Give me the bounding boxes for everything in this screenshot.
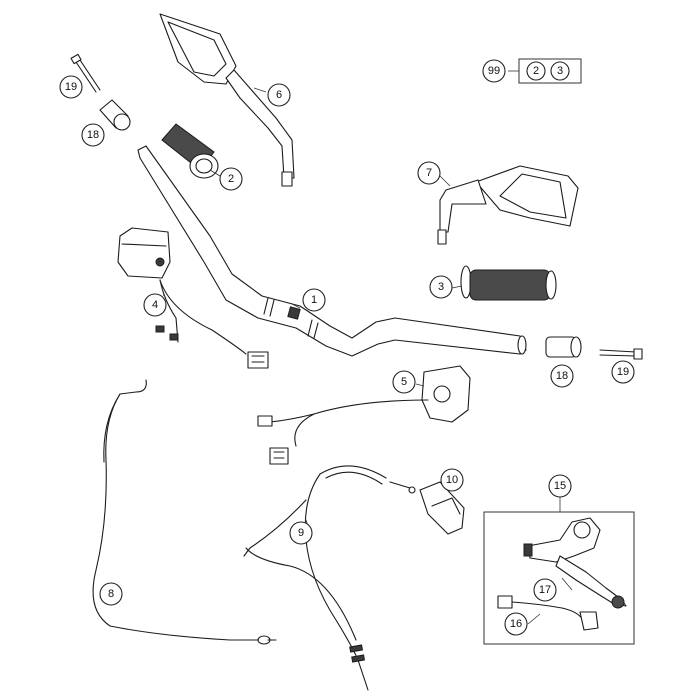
callout-handlebar: 1 [302,288,326,312]
right-switch [257,365,471,465]
callout-kit-part-a: 2 [526,61,546,81]
leader-lines [159,87,573,625]
callout-right-mirror: 7 [417,161,441,185]
right-bar-end [545,336,582,358]
throttle-cable [243,465,416,691]
callout-right-bolt: 19 [611,360,635,384]
svg-text:7: 7 [426,167,432,179]
left-mirror [159,13,295,187]
cable-boot [419,481,465,535]
callout-right-bar-end: 18 [550,364,574,388]
svg-text:8: 8 [108,588,114,600]
svg-text:19: 19 [65,81,77,93]
svg-text:18: 18 [87,129,99,141]
callout-left-switch: 4 [143,293,167,317]
callout-throttle-cable: 9 [289,521,313,545]
svg-text:2: 2 [228,173,234,185]
callout-lever-switch: 16 [504,612,528,636]
svg-text:15: 15 [554,480,566,492]
lever-assembly-frame [483,511,635,645]
svg-text:1: 1 [311,294,317,306]
callout-clutch-cable: 8 [99,582,123,606]
svg-text:16: 16 [510,618,522,630]
svg-text:3: 3 [557,65,563,77]
callout-right-switch: 5 [392,370,416,394]
lever-assembly [523,517,627,609]
callout-left-bar-end: 18 [81,123,105,147]
callout-kit-part-b: 3 [550,61,570,81]
left-bar-end [99,99,131,131]
handlebar [137,145,527,357]
svg-text:2: 2 [533,65,539,77]
left-switch [117,227,269,369]
kit-group [508,58,582,84]
svg-text:18: 18 [556,370,568,382]
callout-lever-assembly: 15 [548,474,572,498]
svg-text:9: 9 [298,527,304,539]
svg-text:4: 4 [152,299,158,311]
svg-text:10: 10 [446,474,458,486]
svg-text:6: 6 [276,89,282,101]
svg-text:99: 99 [488,65,500,77]
right-grip [460,265,557,301]
right-mirror [437,165,579,245]
svg-text:17: 17 [539,584,551,596]
left-grip [161,123,219,179]
clutch-cable [92,379,277,645]
callout-left-bolt: 19 [59,75,83,99]
callout-kit: 99 [482,59,506,83]
callout-left-grip: 2 [219,167,243,191]
callout-lever: 17 [533,578,557,602]
callout-right-grip: 3 [429,275,453,299]
svg-text:5: 5 [401,376,407,388]
callout-left-mirror: 6 [267,83,291,107]
svg-text:3: 3 [438,281,444,293]
callout-cable-boot: 10 [440,468,464,492]
left-bolt [70,53,101,93]
right-bolt [599,348,643,360]
svg-text:19: 19 [617,366,629,378]
lever-switch [497,595,599,631]
